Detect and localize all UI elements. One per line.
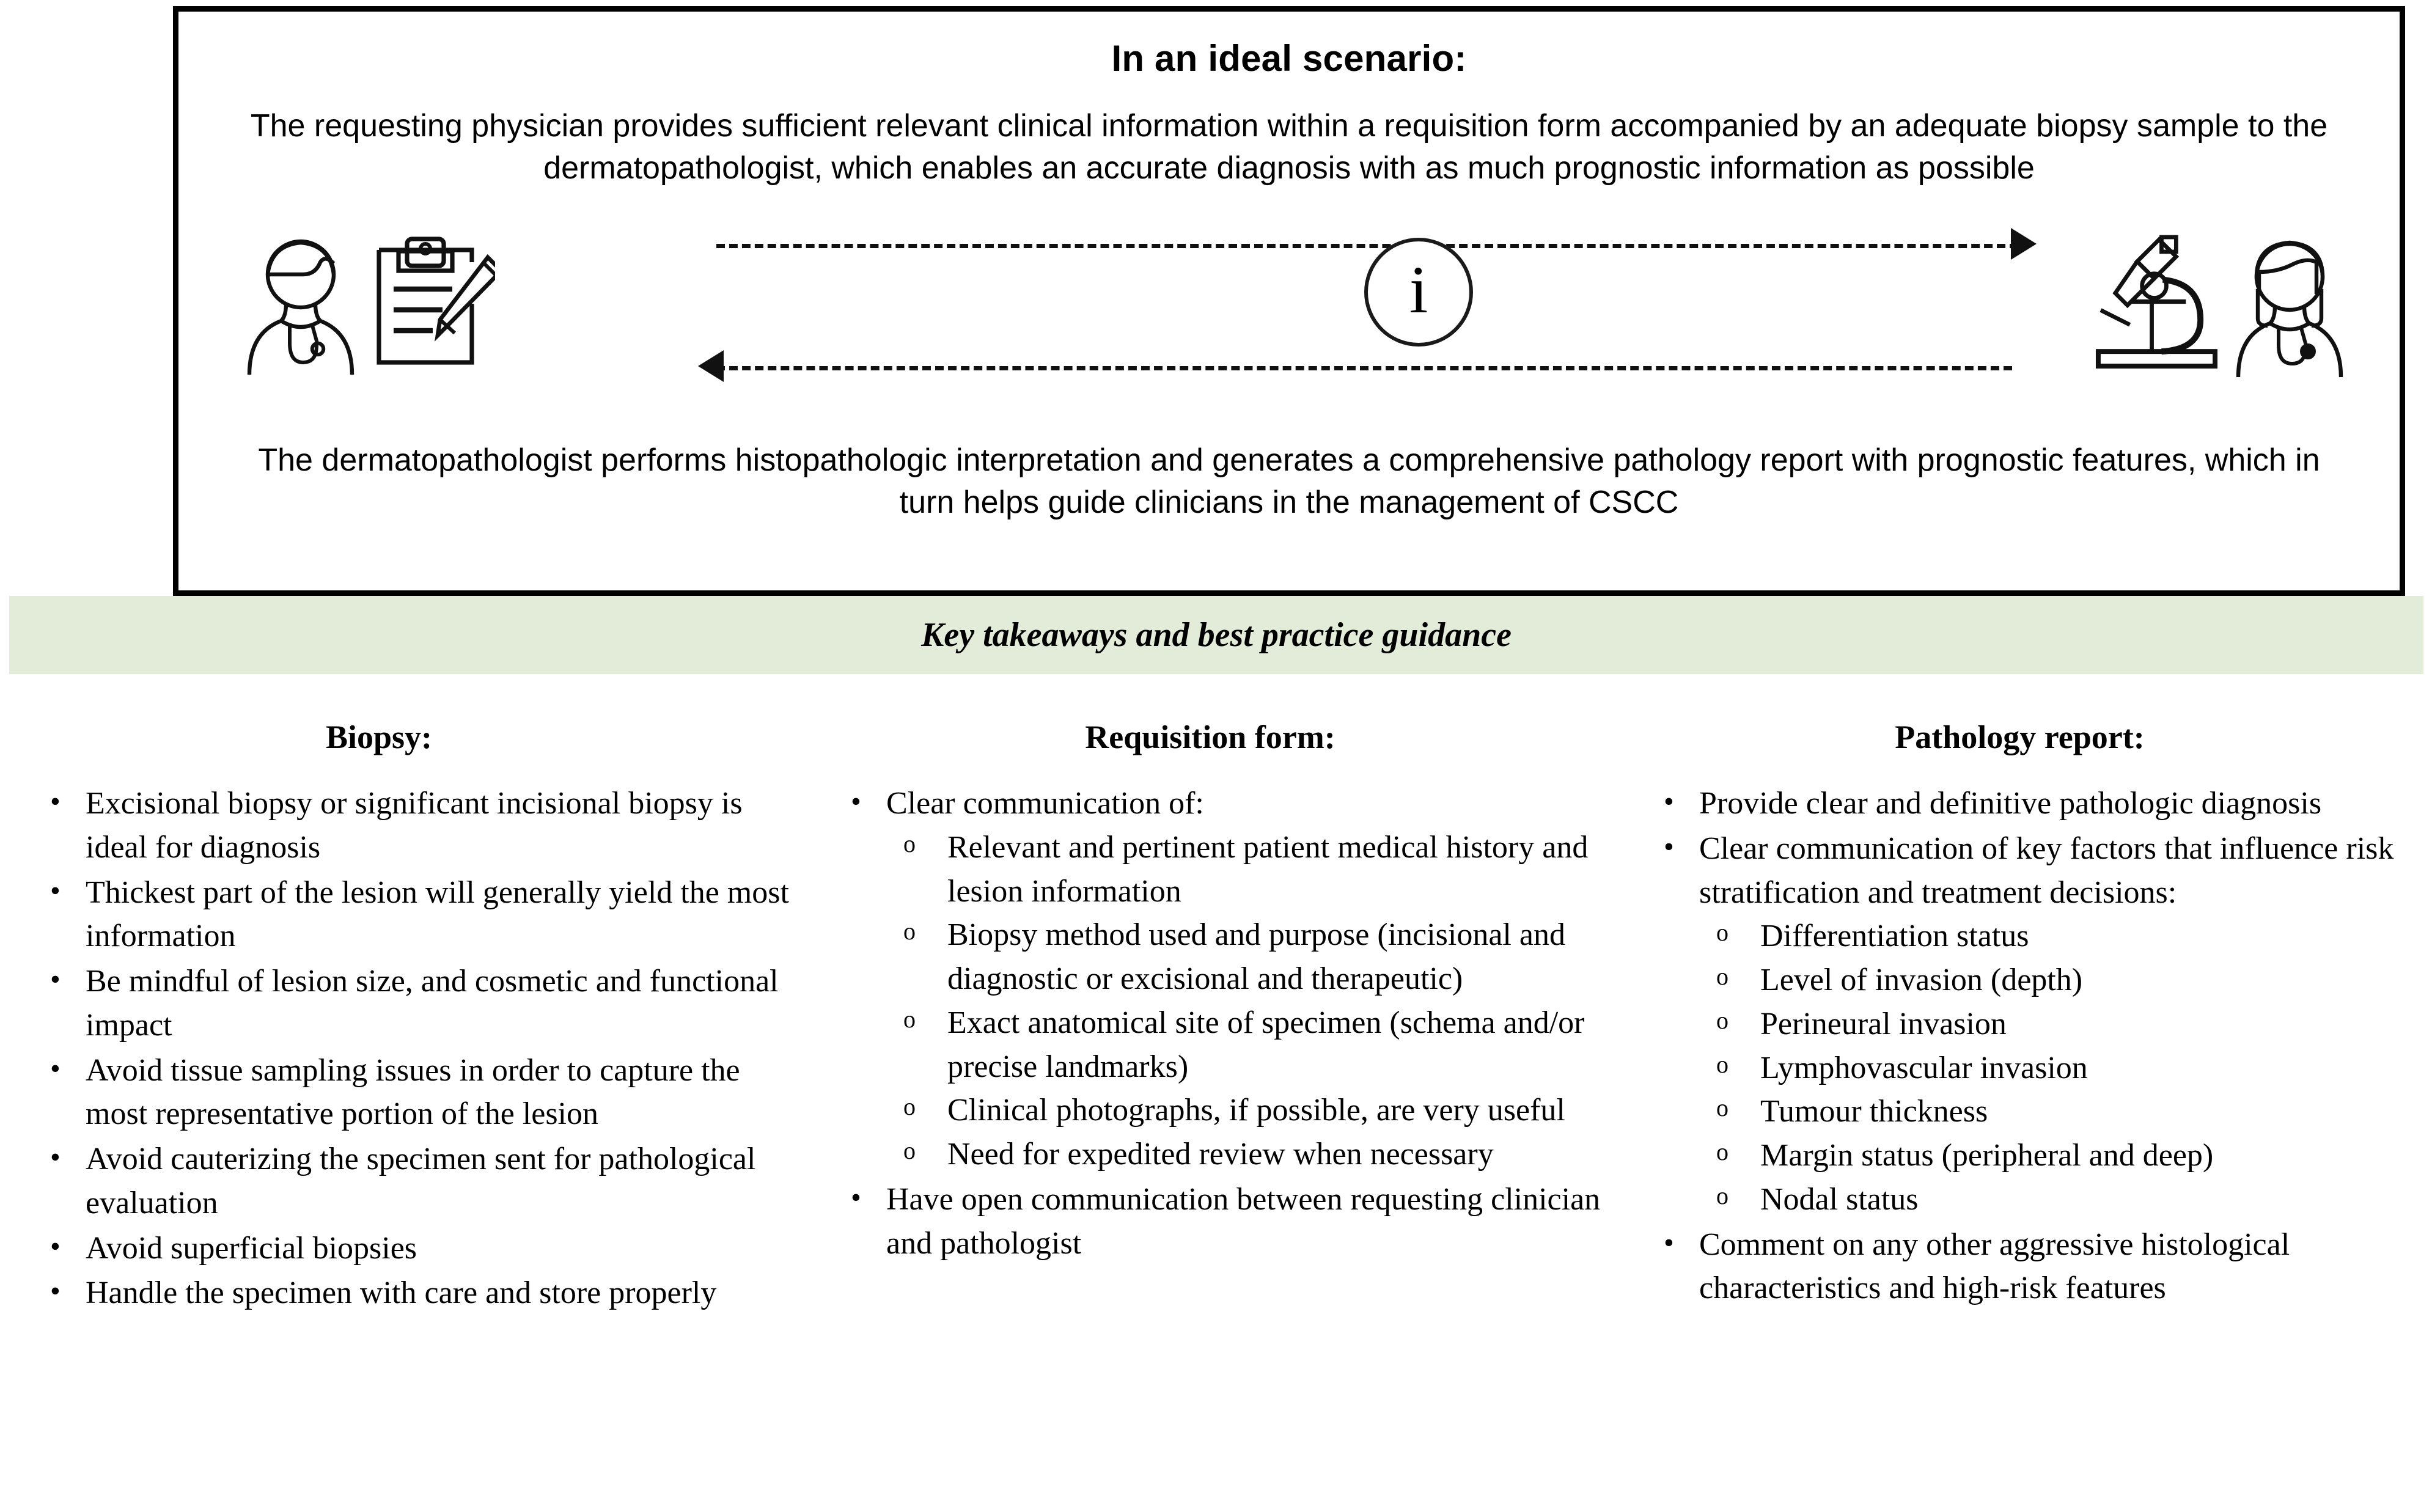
- list-item: Clear communication of: Relevant and per…: [825, 782, 1614, 1176]
- info-glyph: i: [1409, 252, 1428, 327]
- list-item: Clear communication of key factors that …: [1638, 827, 2420, 1222]
- list-item: Have open communication between requesti…: [825, 1178, 1614, 1266]
- sub-list-item-text: Differentiation status: [1760, 914, 2420, 958]
- list-item: Handle the specimen with care and store …: [24, 1271, 801, 1315]
- sub-list-item: Lymphovascular invasion: [1699, 1046, 2420, 1090]
- list-item-text: Comment on any other aggressive histolog…: [1699, 1223, 2420, 1311]
- arrowhead-left-icon: [698, 350, 724, 382]
- physician-icon: [240, 226, 362, 378]
- physician-actor-group: [240, 226, 495, 378]
- microscope-icon: [2091, 232, 2222, 376]
- list-item-text: Be mindful of lesion size, and cosmetic …: [86, 960, 801, 1048]
- list-item: Thickest part of the lesion will general…: [24, 871, 801, 959]
- dashed-line: [716, 244, 2018, 248]
- sub-list-item: Margin status (peripheral and deep): [1699, 1134, 2420, 1178]
- sub-list-item-text: Tumour thickness: [1760, 1090, 2420, 1134]
- column-requisition-form: Requisition form: Clear communication of…: [813, 718, 1626, 1316]
- sub-list-item: Nodal status: [1699, 1178, 2420, 1222]
- list-item: Excisional biopsy or significant incisio…: [24, 782, 801, 870]
- sub-list-item: Need for expedited review when necessary: [886, 1132, 1614, 1176]
- column-heading-requisition-form: Requisition form:: [1085, 719, 1335, 755]
- list-item-text: Avoid superficial biopsies: [86, 1227, 801, 1271]
- bullet-list-pathology-report: Provide clear and definitive pathologic …: [1638, 782, 2420, 1310]
- list-item: Be mindful of lesion size, and cosmetic …: [24, 960, 801, 1048]
- sub-bullet-list: Relevant and pertinent patient medical h…: [886, 826, 1614, 1176]
- bullet-list-requisition-form: Clear communication of: Relevant and per…: [825, 782, 1614, 1265]
- sub-list-item-text: Margin status (peripheral and deep): [1760, 1134, 2420, 1178]
- bullet-list-biopsy: Excisional biopsy or significant incisio…: [24, 782, 801, 1315]
- ideal-scenario-top-paragraph: The requesting physician provides suffic…: [250, 108, 2328, 186]
- list-item: Provide clear and definitive pathologic …: [1638, 782, 2420, 826]
- list-item: Avoid superficial biopsies: [24, 1227, 801, 1271]
- ideal-scenario-panel: In an ideal scenario: The requesting phy…: [173, 6, 2405, 596]
- sub-list-item-text: Level of invasion (depth): [1760, 958, 2420, 1002]
- column-biopsy: Biopsy: Excisional biopsy or significant…: [0, 718, 813, 1316]
- arrowhead-right-icon: [2011, 228, 2037, 260]
- dermatopathologist-actor-group: [2091, 226, 2351, 378]
- list-item-text: Avoid tissue sampling issues in order to…: [86, 1049, 801, 1137]
- communication-flow-diagram: i: [178, 213, 2400, 421]
- key-takeaways-banner-text: Key takeaways and best practice guidance: [921, 616, 1512, 654]
- sub-list-item: Clinical photographs, if possible, are v…: [886, 1088, 1614, 1132]
- list-item-text: Clear communication of:: [886, 782, 1614, 826]
- column-pathology-report: Pathology report: Provide clear and defi…: [1626, 718, 2432, 1316]
- ideal-scenario-title: In an ideal scenario:: [1111, 38, 1467, 79]
- list-item-text: Provide clear and definitive pathologic …: [1699, 782, 2420, 826]
- info-icon: i: [1364, 238, 1473, 347]
- dashed-line: [716, 366, 2012, 370]
- clipboard-pencil-icon: [367, 233, 495, 373]
- sub-list-item-text: Need for expedited review when necessary: [947, 1132, 1614, 1176]
- sub-list-item-text: Exact anatomical site of specimen (schem…: [947, 1001, 1614, 1089]
- list-item-text: Clear communication of key factors that …: [1699, 827, 2420, 915]
- sub-list-item: Level of invasion (depth): [1699, 958, 2420, 1002]
- column-heading-pathology-report: Pathology report:: [1895, 719, 2145, 755]
- sub-list-item: Exact anatomical site of specimen (schem…: [886, 1001, 1614, 1089]
- sub-list-item-text: Nodal status: [1760, 1178, 2420, 1222]
- list-item-text: Excisional biopsy or significant incisio…: [86, 782, 801, 870]
- list-item-text: Avoid cauterizing the specimen sent for …: [86, 1137, 801, 1225]
- sub-list-item-text: Biopsy method used and purpose (incision…: [947, 913, 1614, 1001]
- key-takeaways-banner: Key takeaways and best practice guidance: [9, 596, 2423, 674]
- list-item-text: Thickest part of the lesion will general…: [86, 871, 801, 959]
- sub-list-item: Relevant and pertinent patient medical h…: [886, 826, 1614, 914]
- list-item-text: Have open communication between requesti…: [886, 1178, 1614, 1266]
- dermatopathologist-icon: [2228, 226, 2351, 378]
- sub-list-item-text: Relevant and pertinent patient medical h…: [947, 826, 1614, 914]
- takeaways-columns: Biopsy: Excisional biopsy or significant…: [0, 718, 2432, 1316]
- ideal-scenario-bottom-paragraph: The dermatopathologist performs histopat…: [258, 442, 2320, 521]
- column-heading-biopsy: Biopsy:: [325, 719, 433, 755]
- sub-list-item: Differentiation status: [1699, 914, 2420, 958]
- sub-list-item-text: Perineural invasion: [1760, 1002, 2420, 1046]
- sub-bullet-list: Differentiation status Level of invasion…: [1699, 914, 2420, 1221]
- sub-list-item: Tumour thickness: [1699, 1090, 2420, 1134]
- sub-list-item: Perineural invasion: [1699, 1002, 2420, 1046]
- sub-list-item-text: Lymphovascular invasion: [1760, 1046, 2420, 1090]
- sub-list-item: Biopsy method used and purpose (incision…: [886, 913, 1614, 1001]
- list-item: Comment on any other aggressive histolog…: [1638, 1223, 2420, 1311]
- list-item: Avoid cauterizing the specimen sent for …: [24, 1137, 801, 1225]
- list-item: Avoid tissue sampling issues in order to…: [24, 1049, 801, 1137]
- sub-list-item-text: Clinical photographs, if possible, are v…: [947, 1088, 1614, 1132]
- list-item-text: Handle the specimen with care and store …: [86, 1271, 801, 1315]
